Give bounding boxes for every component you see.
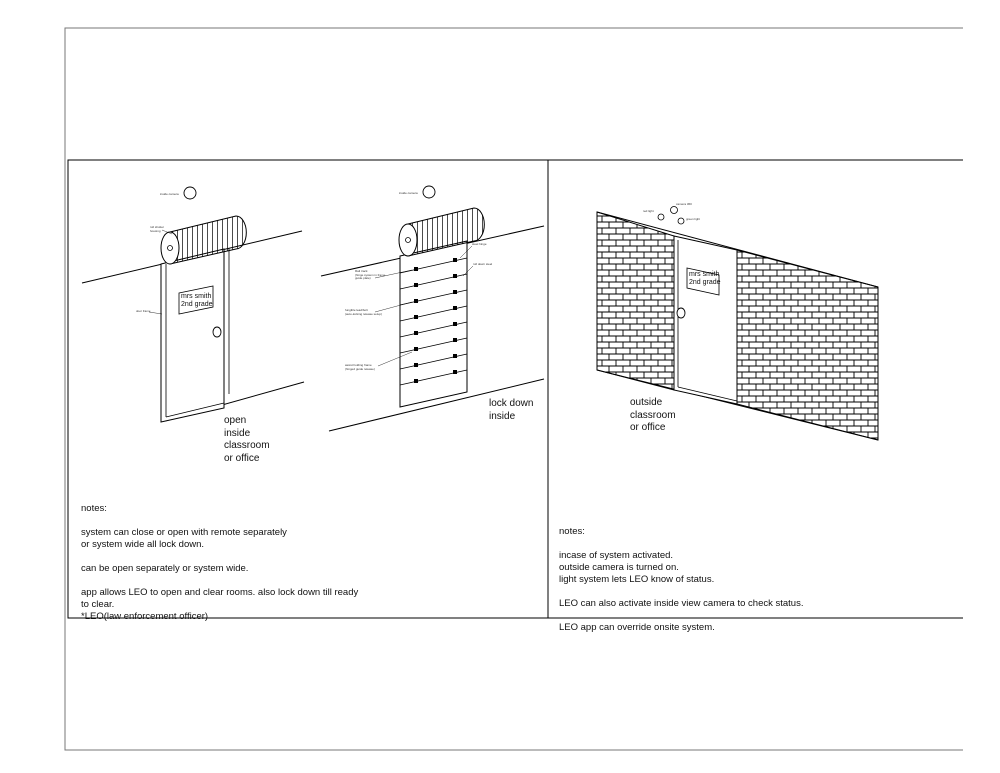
label-green-light: green light xyxy=(686,217,701,221)
shutter-lock-bolts xyxy=(414,258,457,383)
label-door-frame: door frame xyxy=(136,309,151,313)
label-rail-track: Rail track (hinge system in frame guide … xyxy=(355,269,386,280)
label-roll-shutter-housing: roll shutter housing xyxy=(150,225,165,233)
label-lead-bolt: fungible lead/bolt (auto-locking release… xyxy=(345,308,383,316)
sheet-border xyxy=(64,27,963,751)
roll-shutter-housing xyxy=(398,207,485,257)
door-sign-text-outside: mrs smith 2nd grade xyxy=(689,271,721,286)
label-inside-camera: inside camera xyxy=(160,192,179,196)
notes-left-heading: notes: xyxy=(81,503,107,514)
notes-right-heading: notes: xyxy=(559,526,585,537)
outside-camera-icon xyxy=(670,206,678,214)
brick-wall-right xyxy=(736,249,879,441)
inside-camera-icon xyxy=(183,186,197,200)
door-sign xyxy=(178,285,214,315)
panel-outside-illustration xyxy=(596,206,879,441)
green-light-icon xyxy=(677,217,685,225)
label-inside-camera-2: inside camera xyxy=(399,191,418,195)
notes-right: notes: incase of system activated. outsi… xyxy=(559,514,949,646)
label-camera-360: camera 360 xyxy=(676,202,692,206)
door-knob xyxy=(676,307,686,319)
caption-lockdown: lock down inside xyxy=(489,398,534,422)
notes-left-body: system can close or open with remote sep… xyxy=(81,527,359,622)
label-red-light: red light xyxy=(643,209,654,213)
roll-shutter-housing xyxy=(160,215,247,265)
label-holding-frame: assist holding frame (hinged guide relea… xyxy=(345,363,375,371)
red-light-icon xyxy=(657,213,665,221)
notes-left: notes: system can close or open with rem… xyxy=(81,491,521,635)
notes-right-body: incase of system activated. outside came… xyxy=(559,550,804,633)
panel-frame xyxy=(67,159,963,619)
label-steel-hinge: steel hinge xyxy=(472,242,487,246)
door-sign xyxy=(686,267,720,296)
caption-open: open inside classroom or office xyxy=(224,415,270,464)
panel-lockdown-illustration xyxy=(320,185,545,432)
inside-camera-icon xyxy=(422,185,436,199)
classroom-door-outside xyxy=(673,235,738,405)
label-roll-down-steel: roll down steel xyxy=(473,262,493,266)
door-sign-text: mrs smith 2nd grade xyxy=(181,293,213,308)
panel-open-illustration xyxy=(81,186,305,423)
caption-outside: outside classroom or office xyxy=(630,397,676,433)
brick-wall-left xyxy=(596,211,675,391)
door-knob xyxy=(212,326,222,338)
